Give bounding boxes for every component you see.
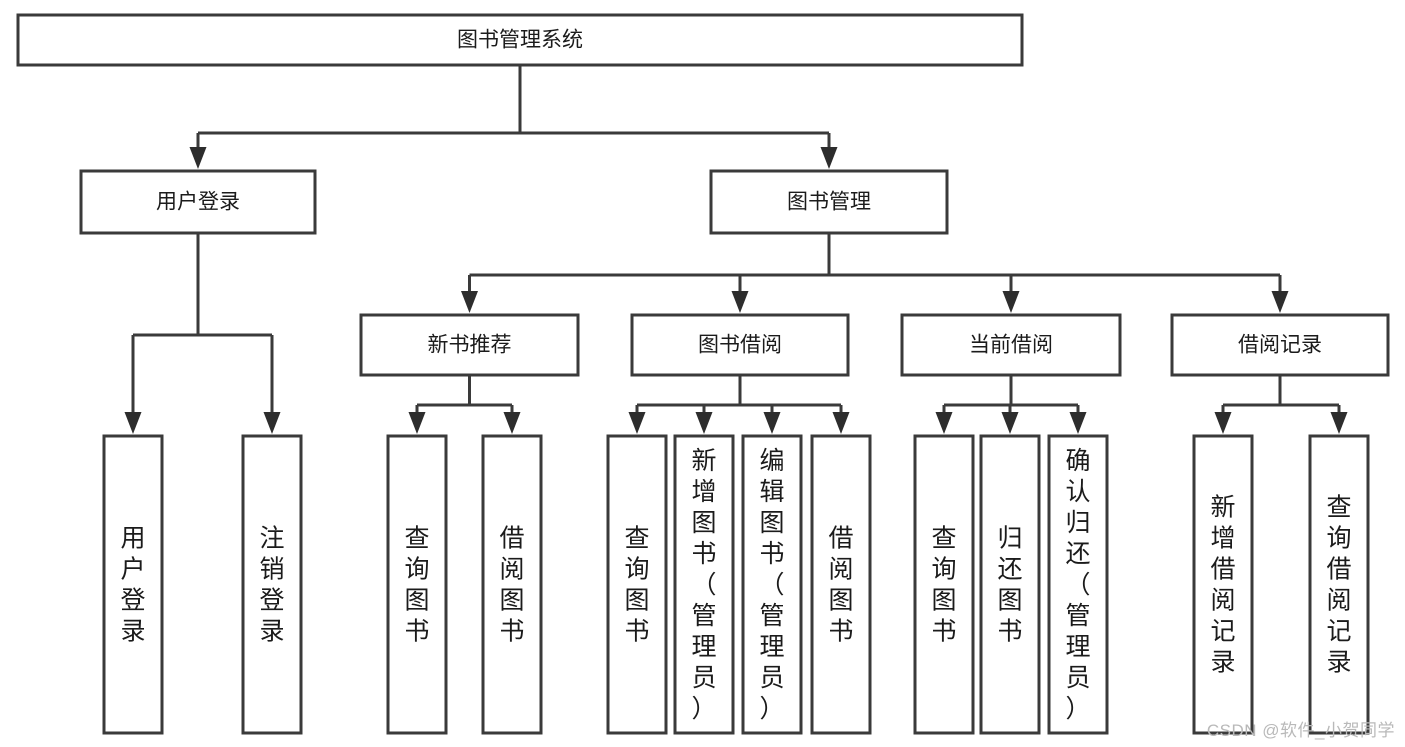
node-leaf-edit-book[interactable]: 编辑图书（管理员） (741, 434, 803, 735)
node-leaf-query-record[interactable]: 查询借阅记录 (1308, 434, 1370, 735)
node-label-root: 图书管理系统 (457, 29, 583, 52)
arrow-head-icon (1069, 412, 1087, 434)
node-box-book-manage[interactable] (709, 169, 949, 235)
node-label-leaf-add-record: 新增借阅记录 (1210, 494, 1235, 677)
connector-group-root (189, 65, 838, 169)
node-box-leaf-query-book-2[interactable] (606, 434, 668, 735)
node-leaf-add-record[interactable]: 新增借阅记录 (1192, 434, 1254, 735)
arrow-head-icon (1214, 412, 1232, 434)
node-leaf-query-book-1[interactable]: 查询图书 (386, 434, 448, 735)
node-label-leaf-logout: 注销登录 (259, 525, 284, 646)
node-label-leaf-borrow-book-2: 借阅图书 (828, 525, 853, 646)
node-box-current-borrow[interactable] (900, 313, 1122, 377)
arrow-head-icon (935, 412, 953, 434)
node-box-book-borrow[interactable] (630, 313, 850, 377)
node-box-leaf-user-login[interactable] (102, 434, 164, 735)
node-label-borrow-record: 借阅记录 (1238, 334, 1322, 357)
arrow-head-icon (1330, 412, 1348, 434)
node-box-user-login[interactable] (79, 169, 317, 235)
node-label-leaf-confirm-return: 确认归还（管理员） (1065, 447, 1090, 723)
node-leaf-return-book[interactable]: 归还图书 (979, 434, 1041, 735)
node-box-leaf-add-record[interactable] (1192, 434, 1254, 735)
node-leaf-borrow-book-2[interactable]: 借阅图书 (810, 434, 872, 735)
node-box-leaf-logout[interactable] (241, 434, 303, 735)
connector-group-current-borrow (935, 375, 1087, 434)
arrow-head-icon (820, 147, 838, 169)
node-label-leaf-return-book: 归还图书 (997, 525, 1022, 646)
node-box-borrow-record[interactable] (1170, 313, 1390, 377)
connector-group-user-login (124, 233, 281, 434)
node-label-leaf-user-login: 用户登录 (120, 525, 145, 646)
arrow-head-icon (695, 412, 713, 434)
node-new-book-rec[interactable]: 新书推荐 (359, 313, 580, 377)
node-box-leaf-borrow-book-2[interactable] (810, 434, 872, 735)
node-leaf-query-book-2[interactable]: 查询图书 (606, 434, 668, 735)
node-leaf-user-login[interactable]: 用户登录 (102, 434, 164, 735)
node-label-leaf-query-book-2: 查询图书 (624, 525, 649, 646)
node-leaf-borrow-book-1[interactable]: 借阅图书 (481, 434, 543, 735)
node-label-user-login: 用户登录 (156, 191, 240, 214)
node-label-leaf-add-book: 新增图书（管理员） (691, 447, 716, 723)
arrow-head-icon (763, 412, 781, 434)
node-box-leaf-edit-book[interactable] (741, 434, 803, 735)
node-root[interactable]: 图书管理系统 (16, 13, 1024, 67)
node-leaf-confirm-return[interactable]: 确认归还（管理员） (1047, 434, 1109, 735)
node-leaf-logout[interactable]: 注销登录 (241, 434, 303, 735)
arrow-head-icon (731, 291, 749, 313)
arrow-head-icon (1271, 291, 1289, 313)
connector-group-book-borrow (628, 375, 850, 434)
arrow-head-icon (263, 412, 281, 434)
arrow-head-icon (1002, 291, 1020, 313)
node-box-leaf-add-book[interactable] (673, 434, 735, 735)
node-box-leaf-query-book-1[interactable] (386, 434, 448, 735)
connector-group-new-book-rec (408, 375, 521, 434)
arrow-head-icon (628, 412, 646, 434)
arrow-head-icon (832, 412, 850, 434)
connector-group-borrow-record (1214, 375, 1348, 434)
arrow-head-icon (124, 412, 142, 434)
node-label-current-borrow: 当前借阅 (969, 334, 1053, 357)
node-box-leaf-query-record[interactable] (1308, 434, 1370, 735)
node-layer: 图书管理系统用户登录图书管理新书推荐图书借阅当前借阅借阅记录用户登录注销登录查询… (16, 13, 1390, 735)
node-label-leaf-edit-book: 编辑图书（管理员） (759, 447, 784, 723)
arrow-head-icon (461, 291, 478, 313)
node-label-leaf-query-record: 查询借阅记录 (1326, 494, 1351, 677)
node-book-manage[interactable]: 图书管理 (709, 169, 949, 235)
node-book-borrow[interactable]: 图书借阅 (630, 313, 850, 377)
node-label-new-book-rec: 新书推荐 (428, 334, 512, 357)
node-label-book-manage: 图书管理 (787, 191, 871, 214)
node-box-root[interactable] (16, 13, 1024, 67)
node-box-new-book-rec[interactable] (359, 313, 580, 377)
node-leaf-add-book[interactable]: 新增图书（管理员） (673, 434, 735, 735)
node-user-login[interactable]: 用户登录 (79, 169, 317, 235)
arrow-head-icon (503, 412, 521, 434)
node-label-leaf-borrow-book-1: 借阅图书 (499, 525, 524, 646)
node-leaf-query-book-3[interactable]: 查询图书 (913, 434, 975, 735)
node-label-book-borrow: 图书借阅 (698, 334, 782, 357)
connector-group-book-manage (461, 233, 1289, 313)
node-current-borrow[interactable]: 当前借阅 (900, 313, 1122, 377)
arrow-head-icon (1001, 412, 1019, 434)
arrow-head-icon (408, 412, 426, 434)
arrow-head-icon (189, 147, 207, 169)
node-label-leaf-query-book-3: 查询图书 (931, 525, 956, 646)
node-box-leaf-query-book-3[interactable] (913, 434, 975, 735)
node-box-leaf-confirm-return[interactable] (1047, 434, 1109, 735)
node-borrow-record[interactable]: 借阅记录 (1170, 313, 1390, 377)
node-box-leaf-return-book[interactable] (979, 434, 1041, 735)
connector-layer (124, 65, 1348, 434)
node-label-leaf-query-book-1: 查询图书 (404, 525, 429, 646)
node-box-leaf-borrow-book-1[interactable] (481, 434, 543, 735)
